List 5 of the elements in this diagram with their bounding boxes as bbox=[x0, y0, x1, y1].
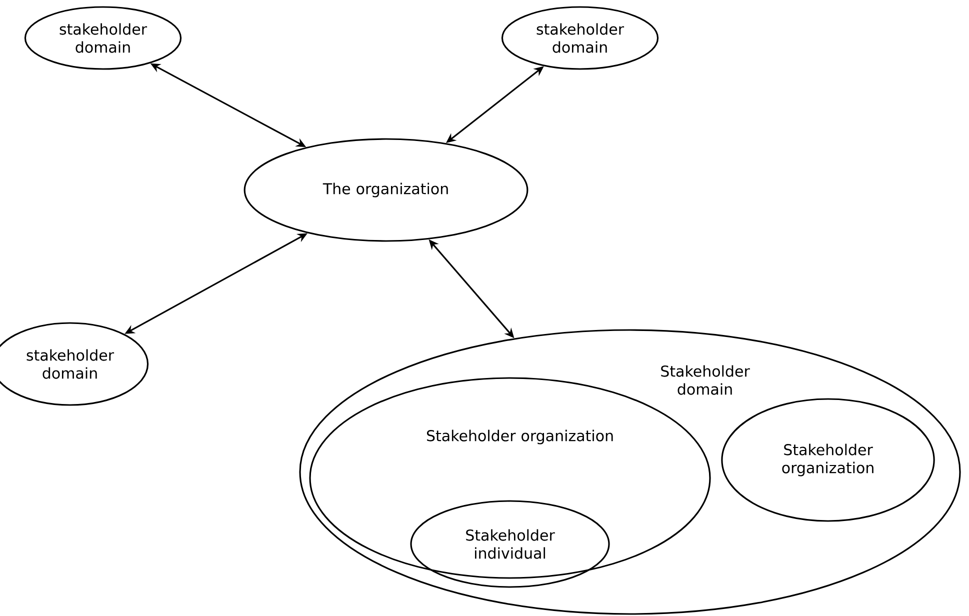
ellipse-node: stakeholder domain bbox=[24, 6, 182, 70]
ellipse-node: Stakeholder individual bbox=[410, 500, 610, 588]
ellipse-node: stakeholder domain bbox=[501, 6, 659, 70]
ellipse-node: Stakeholder organization bbox=[721, 398, 935, 522]
ellipse-node: The organization bbox=[244, 138, 528, 242]
